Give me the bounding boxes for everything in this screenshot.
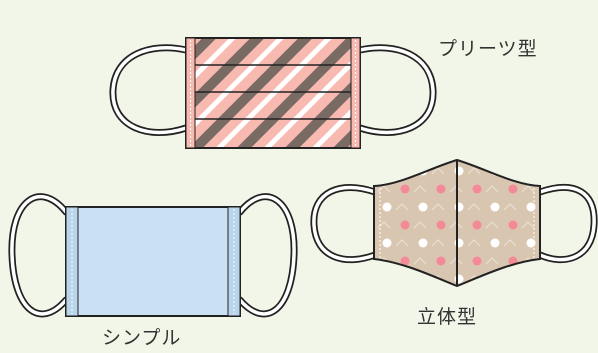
3d-mask-label: 立体型	[417, 306, 478, 328]
pleated-mask-illustration	[109, 37, 437, 149]
3d-mask-illustration	[310, 158, 598, 288]
simple-mask-body	[65, 206, 241, 317]
pleated-mask-label: プリーツ型	[438, 38, 538, 60]
simple-mask-label: シンプル	[102, 327, 182, 349]
pleated-mask-body	[185, 37, 361, 149]
simple-mask-illustration	[8, 193, 298, 318]
